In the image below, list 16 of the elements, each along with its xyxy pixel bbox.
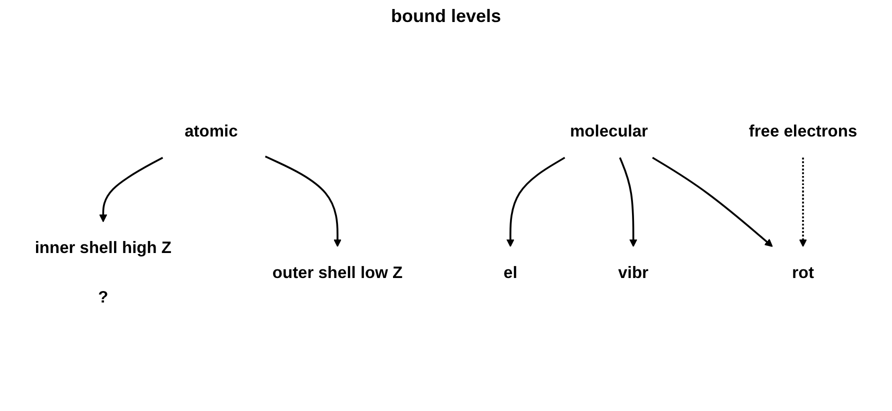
arrow [798, 158, 808, 247]
node-text: molecular [570, 122, 648, 140]
arrow [264, 156, 342, 247]
node-text: el [504, 263, 518, 282]
node-text: free electrons [748, 122, 858, 140]
arrow [99, 156, 164, 222]
node-text: outer shell low Z [272, 263, 403, 282]
node-text: rot [792, 263, 814, 282]
heading-text: bound levels [390, 6, 502, 26]
arrow [506, 156, 566, 247]
node-text: vibr [618, 263, 648, 282]
arrow [619, 157, 638, 247]
arrow [652, 156, 773, 247]
node-text: atomic [184, 122, 238, 140]
node-text: inner shell high Z [34, 238, 172, 257]
node-label: ? [98, 288, 108, 306]
